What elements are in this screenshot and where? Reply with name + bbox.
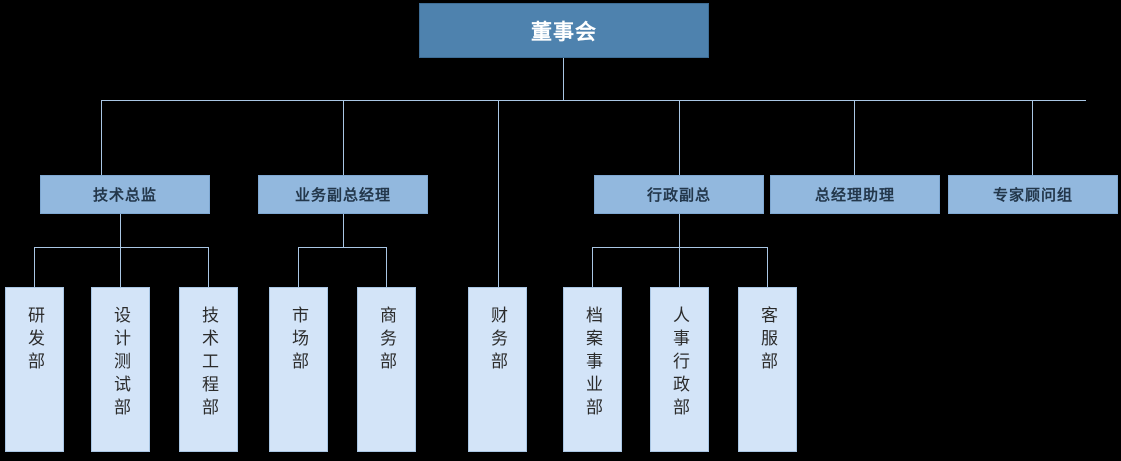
node-commerce-dept[interactable]: 商务部 <box>357 287 416 452</box>
node-archive-division[interactable]: 档案事业部 <box>563 287 622 452</box>
node-expert-group[interactable]: 专家顾问组 <box>948 175 1118 214</box>
node-tech-eng-dept-label: 技术工程部 <box>199 306 218 421</box>
node-marketing-dept[interactable]: 市场部 <box>269 287 328 452</box>
node-hr-admin-dept[interactable]: 人事行政部 <box>650 287 709 452</box>
node-finance-dept[interactable]: 财务部 <box>468 287 527 452</box>
node-finance-dept-label: 财务部 <box>488 306 507 375</box>
connector-drop-admin-vp <box>679 100 680 175</box>
node-admin-vp[interactable]: 行政副总 <box>594 175 764 214</box>
connector-bus-tech-director <box>34 247 209 248</box>
connector-drop-tech-director <box>101 100 102 175</box>
connector-drop-marketing-dept <box>298 247 299 287</box>
node-expert-group-label: 专家顾问组 <box>992 187 1073 204</box>
connector-drop-archive-division <box>592 247 593 287</box>
connector-drop-rd-dept <box>34 247 35 287</box>
node-board-label: 董事会 <box>531 20 597 44</box>
connector-drop-business-vp <box>343 100 344 175</box>
connector-stem-tech-director <box>120 214 121 247</box>
node-rd-dept[interactable]: 研发部 <box>5 287 64 452</box>
connector-drop-design-test-dept <box>120 247 121 287</box>
connector-drop-gm-assistant <box>854 100 855 175</box>
node-business-vp-label: 业务副总经理 <box>294 187 391 204</box>
node-customer-service-dept-label: 客服部 <box>758 306 777 375</box>
connector-drop-expert-group <box>1032 100 1033 175</box>
node-design-test-dept-label: 设计测试部 <box>111 306 130 421</box>
connector-stem-business-vp <box>343 214 344 247</box>
node-hr-admin-dept-label: 人事行政部 <box>670 306 689 421</box>
node-rd-dept-label: 研发部 <box>25 306 44 375</box>
node-tech-director-label: 技术总监 <box>92 187 157 204</box>
connector-main-bus <box>101 100 1086 101</box>
connector-root-stem <box>563 58 564 100</box>
node-design-test-dept[interactable]: 设计测试部 <box>91 287 150 452</box>
connector-bus-business-vp <box>298 247 387 248</box>
node-tech-eng-dept[interactable]: 技术工程部 <box>179 287 238 452</box>
connector-drop-finance-dept <box>498 100 499 287</box>
node-admin-vp-label: 行政副总 <box>646 187 711 204</box>
node-gm-assistant-label: 总经理助理 <box>814 187 895 204</box>
connector-stem-admin-vp <box>679 214 680 247</box>
node-board[interactable]: 董事会 <box>419 3 709 58</box>
connector-drop-hr-admin-dept <box>679 247 680 287</box>
node-archive-division-label: 档案事业部 <box>583 306 602 421</box>
connector-drop-commerce-dept <box>386 247 387 287</box>
node-customer-service-dept[interactable]: 客服部 <box>738 287 797 452</box>
connector-drop-customer-service-dept <box>767 247 768 287</box>
node-tech-director[interactable]: 技术总监 <box>40 175 210 214</box>
node-gm-assistant[interactable]: 总经理助理 <box>770 175 940 214</box>
node-marketing-dept-label: 市场部 <box>289 306 308 375</box>
node-business-vp[interactable]: 业务副总经理 <box>258 175 428 214</box>
node-commerce-dept-label: 商务部 <box>377 306 396 375</box>
connector-drop-tech-eng-dept <box>208 247 209 287</box>
